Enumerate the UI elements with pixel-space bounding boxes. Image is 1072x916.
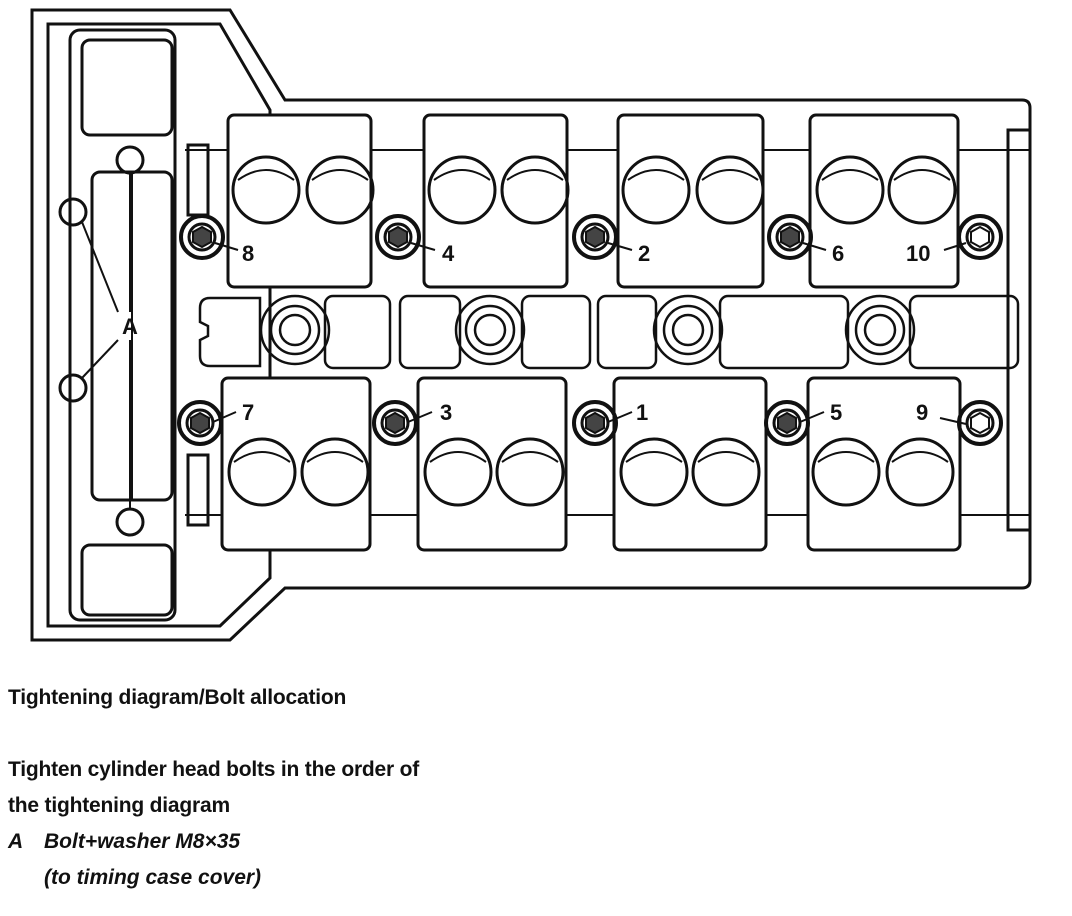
cam-block-lower-3 — [612, 376, 768, 552]
cam-block-lower-1 — [220, 376, 372, 552]
head-bolt-10 — [957, 214, 1003, 260]
center-gallery — [198, 294, 1020, 370]
bolt-leaders — [212, 242, 967, 425]
head-bolt-3 — [372, 400, 418, 446]
instruction-line-2: the tightening diagram — [8, 794, 230, 817]
bolt-number-1: 1 — [636, 400, 648, 425]
bolt-number-6: 6 — [832, 241, 844, 266]
instruction-line-1: Tighten cylinder head bolts in the order… — [8, 758, 420, 781]
legend-row: A Bolt+washer M8×35 — [8, 830, 240, 854]
bolt-a-top — [115, 145, 145, 175]
legend-note: (to timing case cover) — [44, 866, 262, 889]
head-outline — [30, 8, 1032, 642]
cylinder-head-diagram: A — [30, 8, 1032, 642]
head-bolt-7 — [177, 400, 223, 446]
leader-a-left-lower — [81, 339, 119, 379]
leader-a-left-upper — [81, 221, 119, 313]
bolt-number-8: 8 — [242, 241, 254, 266]
cam-block-lower-4 — [806, 376, 962, 552]
head-bolt-6 — [767, 214, 813, 260]
bolt-a-bottom — [115, 507, 145, 537]
head-bolt-8 — [179, 214, 225, 260]
bolt-number-5: 5 — [830, 400, 842, 425]
valve-ports-upper — [231, 155, 957, 225]
bolt-number-10: 10 — [906, 241, 930, 266]
head-bolt-2 — [572, 214, 618, 260]
legend-key: A — [8, 830, 24, 853]
timing-cover-cutout-top — [80, 38, 174, 137]
valve-ports-lower — [227, 437, 955, 507]
bolt-number-3: 3 — [440, 400, 452, 425]
legend-text: Bolt+washer M8×35 — [44, 830, 241, 853]
side-strip-top — [186, 143, 210, 217]
bolt-number-7: 7 — [242, 400, 254, 425]
head-bolt-1 — [572, 400, 618, 446]
head-bolt-5 — [764, 400, 810, 446]
bolt-a-left-lower — [58, 373, 88, 403]
timing-cover-cutout-bottom — [80, 543, 174, 617]
bolt-a-left-upper — [58, 197, 88, 227]
bolt-number-4: 4 — [442, 241, 455, 266]
head-bolt-4 — [375, 214, 421, 260]
right-strip — [1006, 128, 1032, 532]
bolt-number-2: 2 — [638, 241, 650, 266]
bolt-number-9: 9 — [916, 400, 928, 425]
timing-cover-plate — [68, 28, 177, 622]
side-strip-bottom — [186, 453, 210, 527]
head-inner-outline — [46, 22, 272, 628]
caption-title: Tightening diagram/Bolt allocation — [8, 686, 347, 709]
callout-a-label: A — [122, 314, 138, 339]
cam-block-lower-2 — [416, 376, 568, 552]
